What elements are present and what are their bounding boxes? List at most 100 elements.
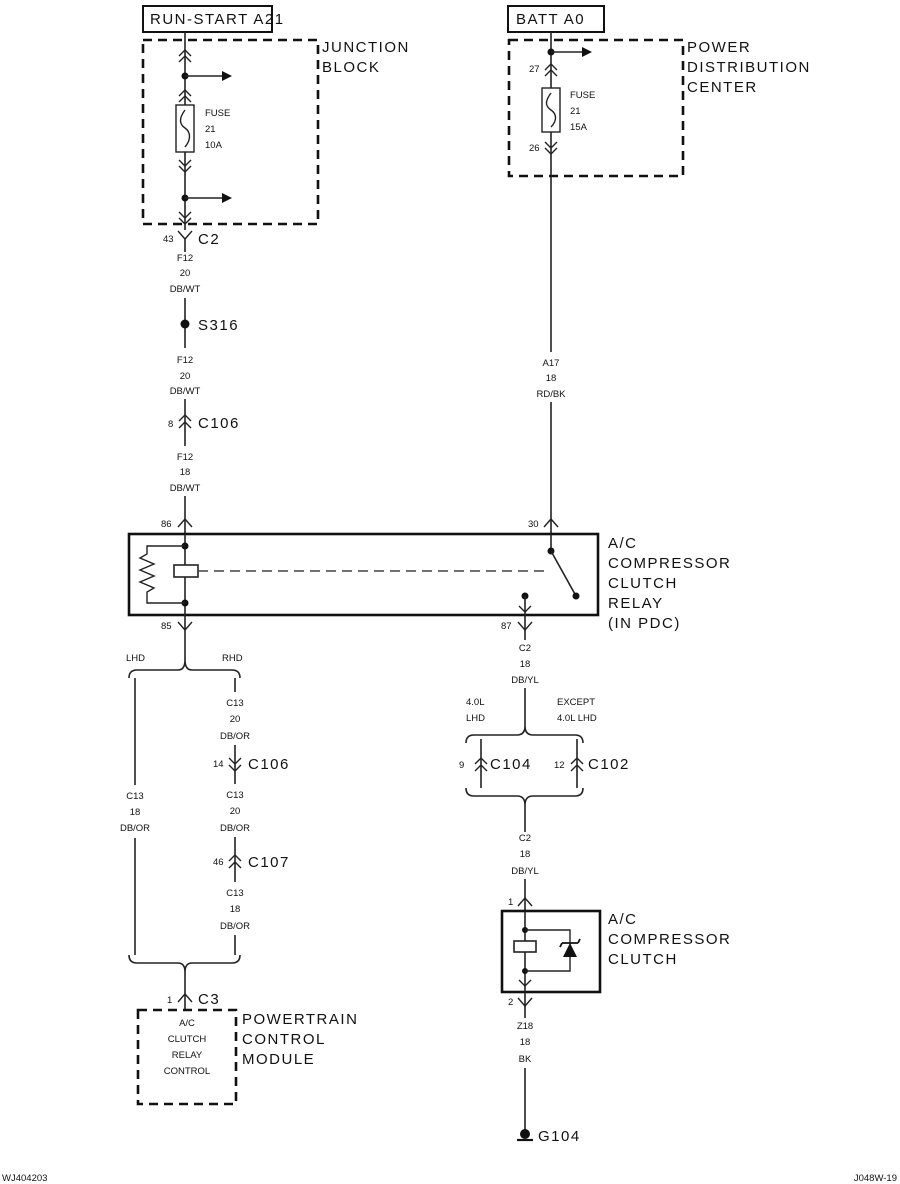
fuse-label-3: 10A [205, 140, 223, 151]
wire-color: DB/OR [220, 823, 250, 834]
wire-color: DB/WT [170, 483, 201, 494]
pdc-label-1: POWER [687, 39, 751, 56]
option-4-0l: 4.0L [466, 697, 485, 708]
ac-compressor-clutch: 1 2 A/C COMPRESSOR CLUTCH [500, 897, 731, 1008]
pcm-inner-3: RELAY [172, 1050, 203, 1061]
pdc-label-2: DISTRIBUTION [687, 59, 811, 76]
connector-c106: C106 [198, 415, 240, 432]
c106-pin-8: 8 [168, 419, 173, 430]
c107-pin-46: 46 [213, 857, 224, 868]
c106-pin-14: 14 [213, 759, 224, 770]
wire-circuit: A17 [543, 358, 560, 369]
wire-circuit: C13 [126, 791, 143, 802]
fuse-21-10a: FUSE 21 10A [175, 104, 230, 153]
fuse-label-2: 21 [570, 106, 581, 117]
relay-pin-85: 85 [161, 621, 172, 632]
wire-circuit: C13 [226, 790, 243, 801]
ground-icon [520, 1129, 530, 1139]
pcm-label-2: CONTROL [242, 1031, 326, 1048]
c104-pin-9: 9 [459, 760, 464, 771]
wire-gauge: 20 [230, 806, 241, 817]
wire-color: DB/OR [120, 823, 150, 834]
wire-circuit: F12 [177, 253, 193, 264]
wire-color: DB/WT [170, 386, 201, 397]
pdc-label-3: CENTER [687, 79, 758, 96]
wire-color: DB/OR [220, 731, 250, 742]
wire-circuit: F12 [177, 452, 193, 463]
c3-pin-1: 1 [167, 995, 172, 1006]
option-except-4-0l-lhd: 4.0L LHD [557, 713, 597, 724]
connector-c3: C3 [198, 991, 220, 1008]
wire-color: BK [519, 1054, 532, 1065]
wire-color: DB/YL [511, 675, 538, 686]
relay-pin-87: 87 [501, 621, 512, 632]
relay-label-5: (IN PDC) [608, 615, 681, 632]
fuse-label-1: FUSE [570, 90, 595, 101]
run-start-label: RUN-START A21 [150, 11, 285, 28]
fuse-label-2: 21 [205, 124, 216, 135]
pdc-pin-27: 27 [529, 64, 540, 75]
pcm-label-3: MODULE [242, 1051, 315, 1068]
wire-gauge: 20 [180, 268, 191, 279]
clutch-label-2: COMPRESSOR [608, 931, 731, 948]
fuse-label-3: 15A [570, 122, 588, 133]
pcm-branch: LHD RHD C13 18 DB/OR C13 20 DB/OR 14 C10… [120, 615, 290, 1010]
clutch-label-3: CLUTCH [608, 951, 678, 968]
right-wire-a17: A17 18 RD/BK [536, 176, 566, 534]
wire-color: DB/WT [170, 284, 201, 295]
connector-c106: C106 [248, 756, 290, 773]
connector-c2: C2 [198, 231, 220, 248]
junction-block-label-2: BLOCK [322, 59, 380, 76]
wire-gauge: 20 [230, 714, 241, 725]
clutch-pin-2: 2 [508, 997, 513, 1008]
wire-circuit: C2 [519, 833, 531, 844]
connector-c104: C104 [490, 756, 532, 773]
clutch-label-1: A/C [608, 911, 638, 928]
splice-s316 [180, 319, 190, 329]
ground-label: G104 [538, 1128, 581, 1145]
left-wire-f12: 43 C2 F12 20 DB/WT S316 F12 20 DB/WT 8 C… [163, 230, 240, 534]
relay-label-4: RELAY [608, 595, 664, 612]
option-lhd: LHD [126, 653, 145, 664]
clamp-diode-icon [559, 938, 581, 957]
pcm-inner-4: CONTROL [164, 1066, 210, 1077]
wire-gauge: 20 [180, 371, 191, 382]
wire-circuit: C13 [226, 698, 243, 709]
wire-gauge: 18 [130, 807, 141, 818]
pdc-pin-26: 26 [529, 143, 540, 154]
relay-label-1: A/C [608, 535, 638, 552]
clutch-branch: C2 18 DB/YL 4.0L LHD EXCEPT 4.0L LHD 9 C… [459, 615, 630, 911]
wire-gauge: 18 [520, 659, 531, 670]
junction-block: JUNCTION BLOCK FUSE 21 10A [141, 32, 410, 230]
batt-label: BATT A0 [516, 11, 585, 28]
wire-gauge: 18 [520, 849, 531, 860]
footer-right-code: J048W-19 [854, 1173, 897, 1184]
connector-c102: C102 [588, 756, 630, 773]
junction-block-label-1: JUNCTION [322, 39, 410, 56]
wire-gauge: 18 [180, 467, 191, 478]
wire-gauge: 18 [230, 904, 241, 915]
connector-c107: C107 [248, 854, 290, 871]
wire-color: DB/YL [511, 866, 538, 877]
wire-gauge: 18 [546, 373, 557, 384]
clutch-pin-1: 1 [508, 897, 513, 908]
relay-coil [173, 564, 199, 578]
relay-switch-contact [550, 550, 577, 597]
fuse-21-15a: FUSE 21 15A [541, 87, 595, 133]
powertrain-control-module: A/C CLUTCH RELAY CONTROL POWERTRAIN CONT… [136, 1008, 357, 1106]
relay-pin-86: 86 [161, 519, 172, 530]
wire-circuit: F12 [177, 355, 193, 366]
ac-compressor-clutch-relay: 86 30 85 87 A/C COMPRESSOR CLUTCH RELAY … [127, 519, 731, 632]
wire-color: RD/BK [536, 389, 566, 400]
wire-color: DB/OR [220, 921, 250, 932]
ground-g104: Z18 18 BK G104 [517, 992, 581, 1145]
power-distribution-center: POWER DISTRIBUTION CENTER 27 FUSE 21 15A… [507, 32, 811, 178]
clutch-coil [513, 940, 537, 953]
splice-label: S316 [198, 317, 239, 334]
c2-pin-43: 43 [163, 234, 174, 245]
pcm-inner-1: A/C [179, 1018, 195, 1029]
relay-label-2: COMPRESSOR [608, 555, 731, 572]
relay-label-3: CLUTCH [608, 575, 678, 592]
option-except: EXCEPT [557, 697, 595, 708]
